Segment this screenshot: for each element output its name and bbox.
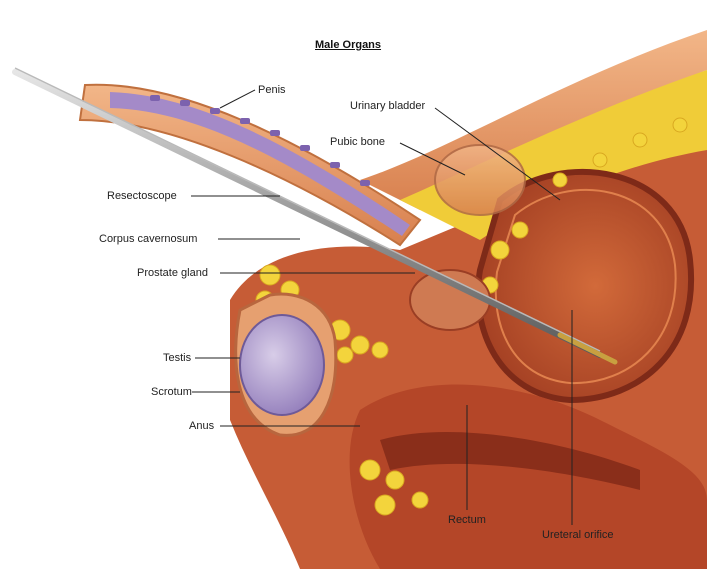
testis xyxy=(240,315,324,415)
label-corpus-cavernosum: Corpus cavernosum xyxy=(99,233,197,245)
label-urinary-bladder: Urinary bladder xyxy=(350,100,425,112)
label-scrotum: Scrotum xyxy=(151,386,192,398)
pubic-bone xyxy=(435,145,525,215)
diagram-title: Male Organs xyxy=(315,39,381,51)
label-penis: Penis xyxy=(258,84,286,96)
label-testis: Testis xyxy=(163,352,191,364)
label-prostate-gland: Prostate gland xyxy=(137,267,208,279)
label-anus: Anus xyxy=(189,420,214,432)
label-ureteral-orifice: Ureteral orifice xyxy=(542,529,614,541)
label-resectoscope: Resectoscope xyxy=(107,190,177,202)
label-pubic-bone: Pubic bone xyxy=(330,136,385,148)
label-rectum: Rectum xyxy=(448,514,486,526)
